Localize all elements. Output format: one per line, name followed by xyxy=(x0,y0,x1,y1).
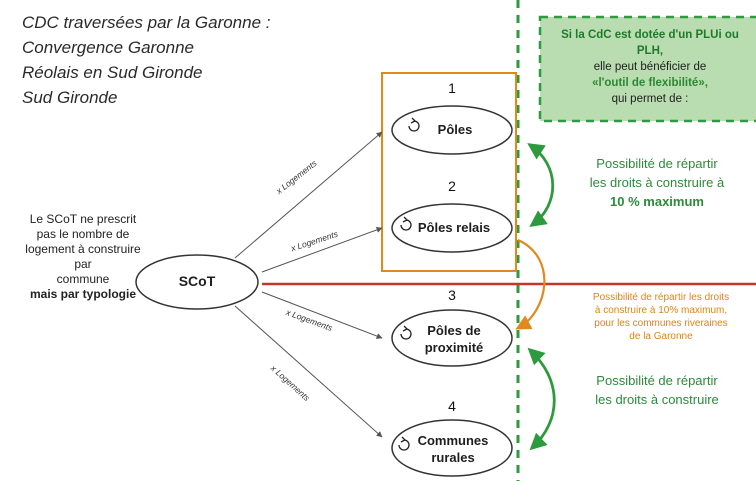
green-double-arrow-top xyxy=(527,143,555,227)
green-double-arrow-bottom xyxy=(527,347,556,451)
scot-note-line: commune xyxy=(56,272,110,286)
orange-group-box xyxy=(381,72,517,272)
orange-note: Possibilité de répartir les droits à con… xyxy=(568,291,754,343)
edge-scot-poles xyxy=(234,131,383,259)
green-box-line: Si la CdC est dotée d'un PLUi ou xyxy=(561,29,739,41)
title-block: CDC traversées par la Garonne : Converge… xyxy=(22,10,271,110)
orange-note-line: de la Garonne xyxy=(629,331,693,342)
green-note-top: Possibilité de répartir les droits à con… xyxy=(566,154,748,211)
green-info-box: Si la CdC est dotée d'un PLUi ou PLH, el… xyxy=(540,17,756,107)
scot-note-line: logement à construire xyxy=(25,242,141,256)
orange-note-line: Possibilité de répartir les droits xyxy=(592,292,730,303)
scot-ellipse xyxy=(135,254,259,310)
node-ellipse-poles xyxy=(391,105,513,155)
scot-note-line: Le SCoT ne prescrit xyxy=(29,212,137,226)
cycle-icon xyxy=(400,325,412,340)
green-note-line: Possibilité de répartir xyxy=(596,156,718,171)
cycle-icon xyxy=(408,117,420,132)
node-number: 3 xyxy=(448,287,456,303)
green-note-line: les droits à construire à xyxy=(589,175,725,190)
node-ellipse-poles-proximite xyxy=(391,309,513,367)
green-note-line: les droits à construire xyxy=(595,392,719,407)
node-number: 4 xyxy=(448,398,456,414)
green-box-line: «l'outil de flexibilité», xyxy=(592,77,708,89)
node-label-poles: Pôles xyxy=(437,122,473,137)
node-ellipse-communes-rurales xyxy=(391,419,513,477)
green-box-line: PLH, xyxy=(636,45,664,57)
edge-scot-communes-rurales xyxy=(234,305,383,438)
green-note-line: Possibilité de répartir xyxy=(596,373,718,388)
orange-curved-arrow xyxy=(515,238,546,330)
title-line: CDC traversées par la Garonne : xyxy=(22,13,271,32)
edge-scot-poles-relais xyxy=(261,227,383,273)
orange-note-line: à construire à 10% maximum, xyxy=(594,305,728,316)
edge-scot-poles-proximite xyxy=(261,291,383,339)
scot-note-bold: mais par typologie xyxy=(29,287,137,301)
cycle-icon xyxy=(400,216,412,231)
node-number: 1 xyxy=(448,80,456,96)
scot-label: SCoT xyxy=(178,273,216,289)
title-line: Sud Gironde xyxy=(22,88,118,107)
node-label-poles-proximite: Pôles de proximité xyxy=(424,323,484,355)
green-note-bold: 10 % maximum xyxy=(610,194,704,209)
node-ellipse-poles-relais xyxy=(391,203,513,253)
node-label-communes-rurales: Communes rurales xyxy=(417,433,489,465)
node-label-poles-relais: Pôles relais xyxy=(417,220,491,235)
cycle-icon xyxy=(398,436,410,451)
green-note-bottom: Possibilité de répartir les droits à con… xyxy=(566,371,748,409)
green-info-box-frame xyxy=(538,15,756,123)
title-line: Convergence Garonne xyxy=(22,38,195,57)
green-box-line: qui permet de : xyxy=(611,93,689,105)
title-line: Réolais en Sud Gironde xyxy=(22,63,203,82)
orange-note-line: pour les communes riveraines xyxy=(594,318,728,329)
scot-note-line: pas le nombre de xyxy=(36,227,130,241)
green-box-line: elle peut bénéficier de xyxy=(593,61,707,73)
scot-note-line: par xyxy=(74,257,92,271)
scot-note: Le SCoT ne prescrit pas le nombre de log… xyxy=(18,212,148,302)
node-number: 2 xyxy=(448,178,456,194)
